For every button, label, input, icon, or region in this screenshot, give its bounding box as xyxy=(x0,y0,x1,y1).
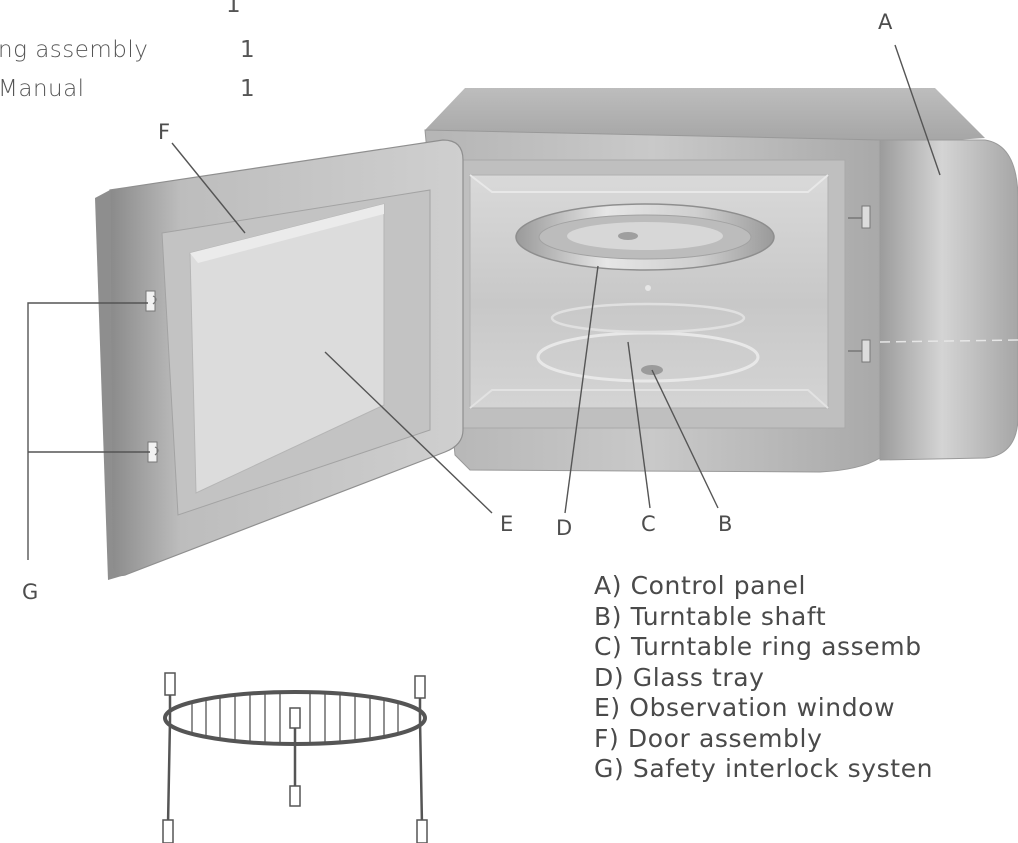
callout-f: F xyxy=(158,120,171,144)
leader-line-d xyxy=(564,265,599,514)
legend-item-c: C) Turntable ring assemb xyxy=(594,632,922,661)
leader-line-g xyxy=(27,302,148,560)
observation-window xyxy=(189,203,385,494)
legend-item-a: A) Control panel xyxy=(594,571,807,600)
legend-item-g: G) Safety interlock systen xyxy=(594,754,934,783)
leader-line-b xyxy=(651,369,719,509)
interlock-hook-upper xyxy=(145,290,157,312)
legend-item-f: F) Door assembly xyxy=(594,723,823,753)
callout-e: E xyxy=(500,512,514,536)
parts-list-qty-3: 1 xyxy=(240,76,255,102)
microwave-top-surface xyxy=(425,88,985,145)
legend-item-d: D) Glass tray xyxy=(594,662,765,692)
legend-item-e: E) Observation window xyxy=(594,693,896,722)
leader-line-f xyxy=(171,142,246,234)
control-panel xyxy=(879,139,1018,461)
parts-list-qty-1: 1 xyxy=(226,0,241,18)
callout-d: D xyxy=(556,516,573,540)
callout-b: B xyxy=(718,512,733,536)
leader-line-c xyxy=(627,341,651,509)
latch-slot-lower xyxy=(848,339,871,363)
parts-list-item-2: ng assembly xyxy=(0,37,149,63)
turntable-ring-assembly xyxy=(162,672,428,843)
parts-list-item-3: Manual xyxy=(0,76,85,102)
callout-g: G xyxy=(22,580,39,604)
parts-list-qty-2: 1 xyxy=(240,37,255,63)
callout-a: A xyxy=(878,10,893,34)
legend-item-b: B) Turntable shaft xyxy=(594,601,827,631)
leader-line-a xyxy=(894,44,941,176)
leader-line-e xyxy=(324,351,493,514)
parts-legend: A) Control panel B) Turntable shaft C) T… xyxy=(594,571,933,785)
callout-c: C xyxy=(641,512,656,536)
latch-slot-upper xyxy=(848,205,871,229)
